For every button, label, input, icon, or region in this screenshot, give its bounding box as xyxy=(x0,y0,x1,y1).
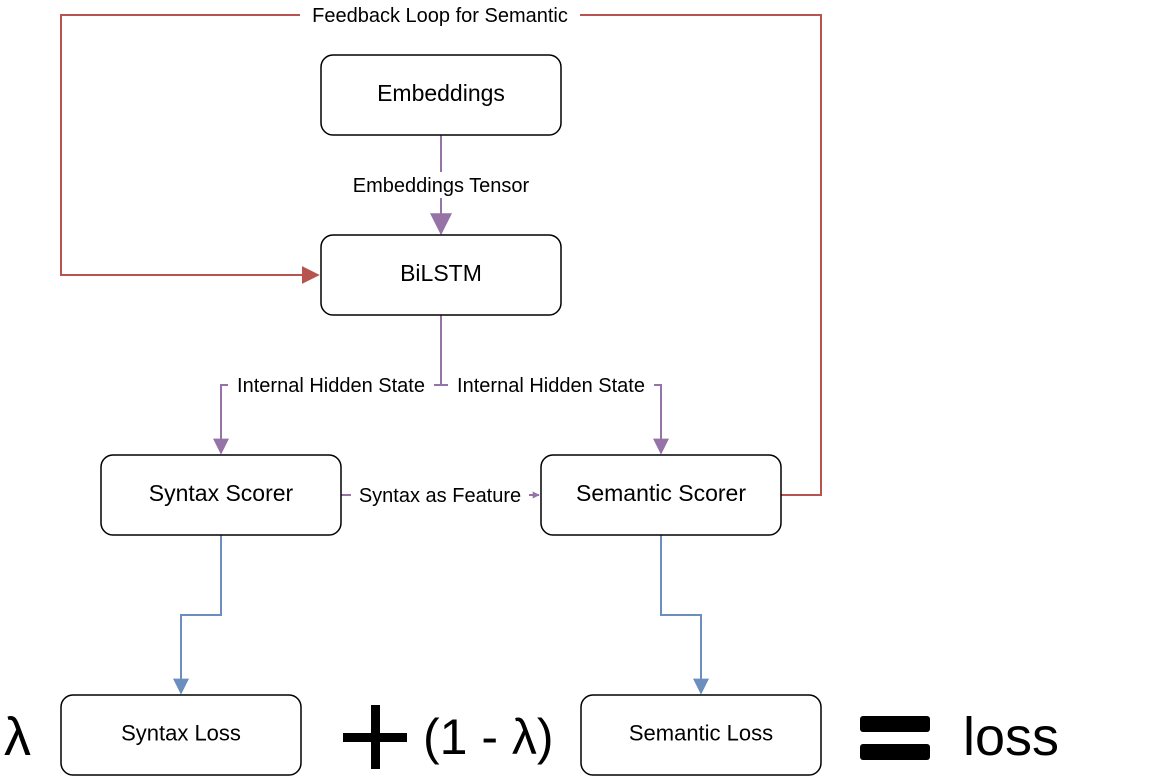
syntax-loss-node: Syntax Loss xyxy=(60,694,302,776)
edge-syntax-scorer-to-loss xyxy=(173,535,222,695)
embeddings-node: Embeddings xyxy=(320,54,562,136)
syntax-scorer-node: Syntax Scorer xyxy=(100,454,342,536)
one-minus-lambda: (1 - λ) xyxy=(423,709,554,765)
svg-text:Syntax Scorer: Syntax Scorer xyxy=(149,480,294,506)
svg-text:Semantic Scorer: Semantic Scorer xyxy=(576,480,746,506)
edge-label-feedback: Feedback Loop for Semantic xyxy=(312,5,568,27)
lambda-symbol: λ xyxy=(4,707,31,767)
edge-label-hidden-state-right: Internal Hidden State xyxy=(457,375,645,397)
svg-text:BiLSTM: BiLSTM xyxy=(400,260,482,286)
plus-icon xyxy=(343,705,407,769)
bilstm-node: BiLSTM xyxy=(320,234,562,316)
svg-text:Syntax Loss: Syntax Loss xyxy=(121,721,241,746)
edge-label-embeddings-tensor: Embeddings Tensor xyxy=(353,175,530,197)
equals-icon xyxy=(860,716,930,760)
semantic-scorer-node: Semantic Scorer xyxy=(540,454,782,536)
semantic-loss-node: Semantic Loss xyxy=(580,694,822,776)
edge-semantic-scorer-to-loss xyxy=(660,535,709,695)
edge-label-hidden-state-left: Internal Hidden State xyxy=(237,375,425,397)
svg-text:Embeddings: Embeddings xyxy=(377,80,505,106)
edge-label-syntax-feature: Syntax as Feature xyxy=(359,485,521,507)
loss-result: loss xyxy=(963,707,1059,767)
svg-text:Semantic Loss: Semantic Loss xyxy=(629,721,773,746)
